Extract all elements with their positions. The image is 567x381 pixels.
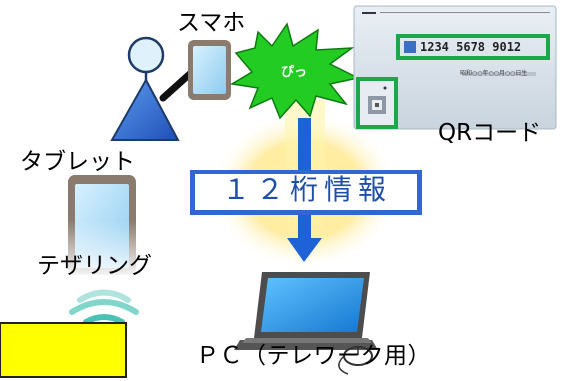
label-pc: ＰＣ（テレワーク用） — [196, 343, 431, 369]
label-tethering: テザリング — [37, 253, 152, 279]
person-icon — [110, 36, 196, 141]
down-arrow-icon — [287, 118, 322, 262]
smartphone-icon — [188, 40, 231, 100]
laptop-icon — [234, 272, 378, 350]
wifi-icon — [69, 289, 139, 333]
label-smartphone: スマホ — [177, 10, 246, 36]
burst-icon — [229, 22, 361, 120]
center-info-box — [190, 170, 422, 215]
label-qr-code: QRコード — [438, 120, 542, 146]
card-date-line: 昭和○○年○○月○○日生 — [460, 70, 528, 77]
yellow-note-box — [0, 322, 127, 378]
card-number: 1234 5678 9012 — [420, 40, 522, 54]
burst-text: ぴっ — [281, 65, 308, 80]
tablet-icon — [60, 175, 150, 280]
label-tablet: タブレット — [20, 149, 135, 175]
mouse-icon — [338, 346, 373, 375]
qr-code-icon — [356, 77, 398, 129]
mynumber-card-icon — [353, 5, 557, 130]
center-box-text: １２桁情報 — [221, 173, 392, 206]
